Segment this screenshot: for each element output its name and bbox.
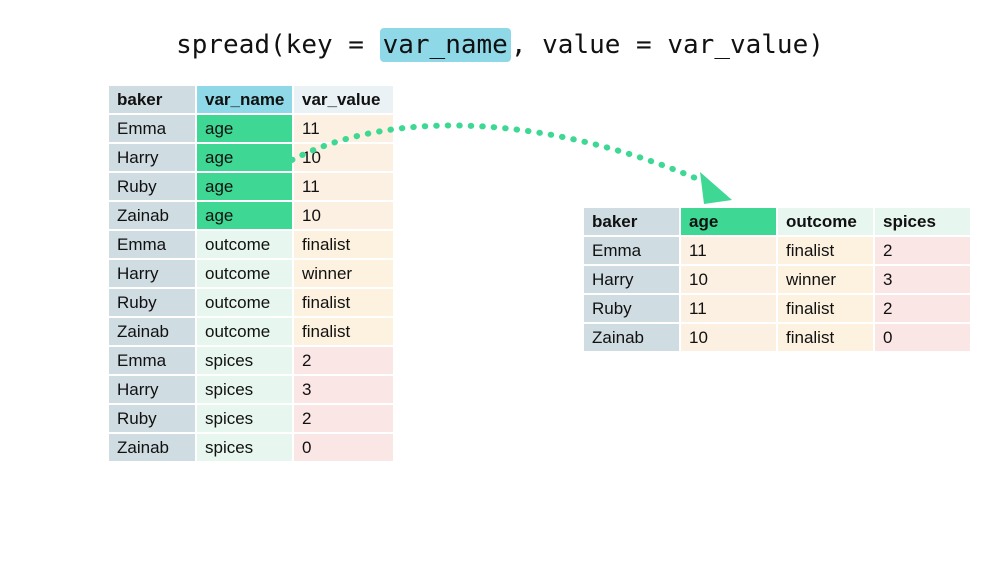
cell-outcome: winner [778,266,873,293]
cell-age: 10 [681,324,776,351]
cell-var-name: outcome [197,289,292,316]
wide-header-baker: baker [584,208,679,235]
cell-baker: Emma [584,237,679,264]
cell-spices: 3 [875,266,970,293]
cell-var-name: age [197,173,292,200]
cell-var-value: 11 [294,115,393,142]
cell-spices: 0 [875,324,970,351]
cell-var-name: age [197,115,292,142]
wide-header-age: age [681,208,776,235]
cell-var-value: finalist [294,231,393,258]
cell-baker: Zainab [584,324,679,351]
cell-baker: Harry [109,260,195,287]
wide-header-spices: spices [875,208,970,235]
cell-baker: Zainab [109,318,195,345]
cell-var-value: 2 [294,405,393,432]
title-highlight-var-name: var_name [379,28,511,62]
cell-var-value: 11 [294,173,393,200]
cell-outcome: finalist [778,324,873,351]
cell-var-name: spices [197,347,292,374]
cell-var-value: winner [294,260,393,287]
cell-baker: Ruby [584,295,679,322]
cell-spices: 2 [875,295,970,322]
cell-age: 11 [681,237,776,264]
cell-baker: Ruby [109,405,195,432]
cell-var-value: finalist [294,318,393,345]
cell-baker: Zainab [109,434,195,461]
cell-age: 11 [681,295,776,322]
cell-var-value: 10 [294,144,393,171]
cell-baker: Harry [109,144,195,171]
cell-var-value: 0 [294,434,393,461]
page-title: spread(key = var_name, value = var_value… [0,28,1000,62]
cell-var-name: age [197,144,292,171]
cell-baker: Harry [584,266,679,293]
cell-baker: Emma [109,231,195,258]
cell-var-value: 10 [294,202,393,229]
cell-age: 10 [681,266,776,293]
title-suffix: , value = var_value) [510,30,824,60]
cell-baker: Zainab [109,202,195,229]
cell-baker: Ruby [109,289,195,316]
long-header-var-value: var_value [294,86,393,113]
cell-outcome: finalist [778,295,873,322]
cell-var-name: spices [197,434,292,461]
cell-var-name: outcome [197,231,292,258]
cell-var-value: 2 [294,347,393,374]
title-prefix: spread(key = [176,30,380,60]
arrow-head [700,172,732,204]
cell-outcome: finalist [778,237,873,264]
cell-var-name: spices [197,376,292,403]
cell-baker: Emma [109,347,195,374]
long-header-var-name: var_name [197,86,292,113]
cell-var-name: spices [197,405,292,432]
cell-var-value: 3 [294,376,393,403]
cell-spices: 2 [875,237,970,264]
wide-header-outcome: outcome [778,208,873,235]
cell-var-value: finalist [294,289,393,316]
cell-baker: Harry [109,376,195,403]
cell-baker: Emma [109,115,195,142]
cell-var-name: outcome [197,260,292,287]
cell-baker: Ruby [109,173,195,200]
cell-var-name: age [197,202,292,229]
long-header-baker: baker [109,86,195,113]
cell-var-name: outcome [197,318,292,345]
